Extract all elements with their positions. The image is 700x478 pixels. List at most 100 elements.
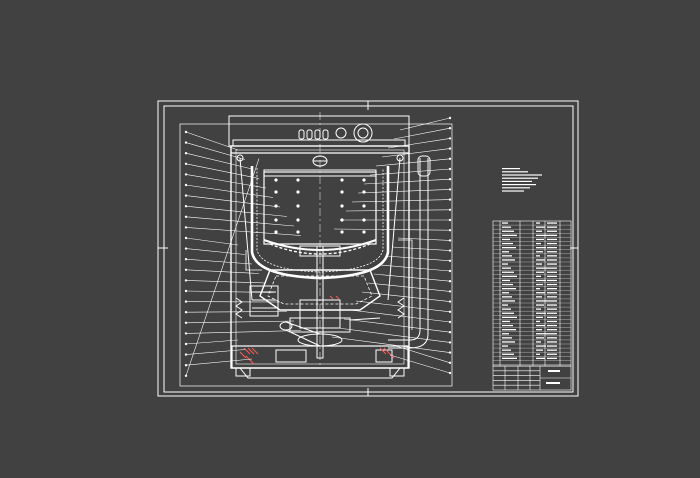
- parts-cell-text: [536, 308, 541, 310]
- leader-line-left: [185, 237, 239, 246]
- leader-dot-right: [448, 290, 452, 293]
- suspension-top-left: [236, 154, 244, 162]
- note-line: [502, 184, 536, 186]
- leader-dot-right: [448, 280, 452, 283]
- leader-line-right: [369, 168, 451, 176]
- knob-4: [322, 129, 329, 140]
- parts-cell-text: [547, 222, 557, 224]
- leader-dot-left: [184, 183, 188, 187]
- parts-cell-text: [547, 279, 557, 282]
- control-panel-inner: [232, 139, 406, 147]
- leader-line-left: [185, 311, 288, 313]
- inner-border: [163, 105, 574, 393]
- parts-cell-text: [547, 329, 557, 331]
- leader-line-left: [185, 320, 295, 324]
- leader-dot-left: [184, 141, 188, 144]
- parts-cell-text: [536, 320, 540, 323]
- parts-table-border: [492, 220, 572, 367]
- leader-dot-right: [448, 310, 452, 313]
- leader-line-left: [185, 142, 246, 160]
- accent-gear: [329, 295, 340, 300]
- parts-cell-text: [547, 312, 557, 314]
- leader-line-right: [391, 246, 451, 251]
- leader-dot-right: [448, 351, 452, 354]
- selector-dial-outer: [353, 123, 373, 143]
- parts-cell-text: [547, 353, 557, 355]
- gearbox-housing: [259, 269, 381, 311]
- parts-cell-text: [502, 357, 517, 359]
- parts-cell-text: [502, 238, 510, 241]
- belt-bottom: [285, 329, 321, 347]
- parts-list-table: [492, 220, 572, 367]
- leader-dot-right: [448, 269, 452, 273]
- basket-hole: [296, 218, 300, 222]
- parts-cell-text: [536, 333, 547, 335]
- leader-dot-left: [184, 258, 188, 261]
- parts-cell-text: [536, 251, 543, 253]
- parts-cell-text: [547, 283, 557, 286]
- inlet-hose-outer: [388, 158, 429, 349]
- leader-line-right: [357, 189, 451, 194]
- leader-line-left: [185, 152, 253, 170]
- basket-hole: [274, 204, 278, 208]
- foot-right: [389, 367, 405, 377]
- leader-line-right: [397, 237, 451, 241]
- leader-dot-right: [448, 157, 452, 161]
- control-panel: [228, 115, 410, 147]
- parts-cell-text: [536, 324, 545, 327]
- title-block: [492, 365, 572, 391]
- gearbox-hatch: [267, 275, 373, 305]
- parts-cell-text: [547, 288, 557, 290]
- leader-line-left: [185, 248, 246, 255]
- parts-cell-text: [547, 296, 557, 298]
- basket-hole: [296, 230, 300, 234]
- parts-cell-text: [502, 337, 512, 339]
- suspension-rod-right: [387, 157, 401, 301]
- foot-left: [235, 367, 251, 377]
- leader-line-left: [185, 184, 274, 198]
- parts-cell-text: [502, 255, 512, 257]
- notes-block: [502, 168, 542, 192]
- parts-cell-text: [547, 292, 557, 294]
- parts-cell-text: [547, 238, 557, 241]
- leader-dot-right: [448, 259, 452, 262]
- parts-cell-text: [547, 300, 557, 302]
- leader-line-right: [387, 138, 451, 149]
- parts-cell-text: [536, 288, 540, 290]
- parts-cell-text: [547, 337, 557, 339]
- leader-dot-left: [184, 332, 188, 335]
- leader-line-left: [185, 195, 281, 208]
- basket-hole: [362, 178, 366, 182]
- leader-dot-right: [448, 320, 452, 324]
- parts-cell-text: [547, 320, 557, 323]
- parts-cell-text: [502, 234, 517, 236]
- leader-line-right: [379, 264, 451, 272]
- parts-cell-text: [547, 271, 557, 273]
- parts-cell-text: [536, 304, 544, 306]
- leader-dot-right: [448, 116, 452, 120]
- leader-line-right: [333, 228, 451, 231]
- leader-dot-right: [448, 331, 452, 334]
- leader-dot-left: [184, 226, 188, 229]
- leader-dot-right: [448, 300, 452, 303]
- basket-hole: [340, 178, 344, 182]
- parts-cell-text: [547, 267, 557, 269]
- leader-dot-left: [184, 289, 188, 293]
- note-line: [502, 187, 530, 189]
- leader-line-left: [185, 269, 260, 274]
- parts-cell-text: [547, 247, 557, 249]
- parts-cell-text: [502, 279, 510, 282]
- leader-dot-left: [184, 374, 188, 377]
- leader-line-left: [185, 258, 253, 265]
- parts-cell-text: [536, 357, 545, 359]
- leader-dot-left: [184, 162, 188, 166]
- basket-hole: [274, 218, 278, 222]
- leader-dot-left: [184, 247, 188, 250]
- leader-dot-right: [448, 239, 452, 242]
- basket-hole: [340, 190, 344, 194]
- leader-dot-left: [184, 215, 188, 219]
- accent-left-foot: [239, 347, 259, 365]
- leader-line-right: [393, 127, 451, 140]
